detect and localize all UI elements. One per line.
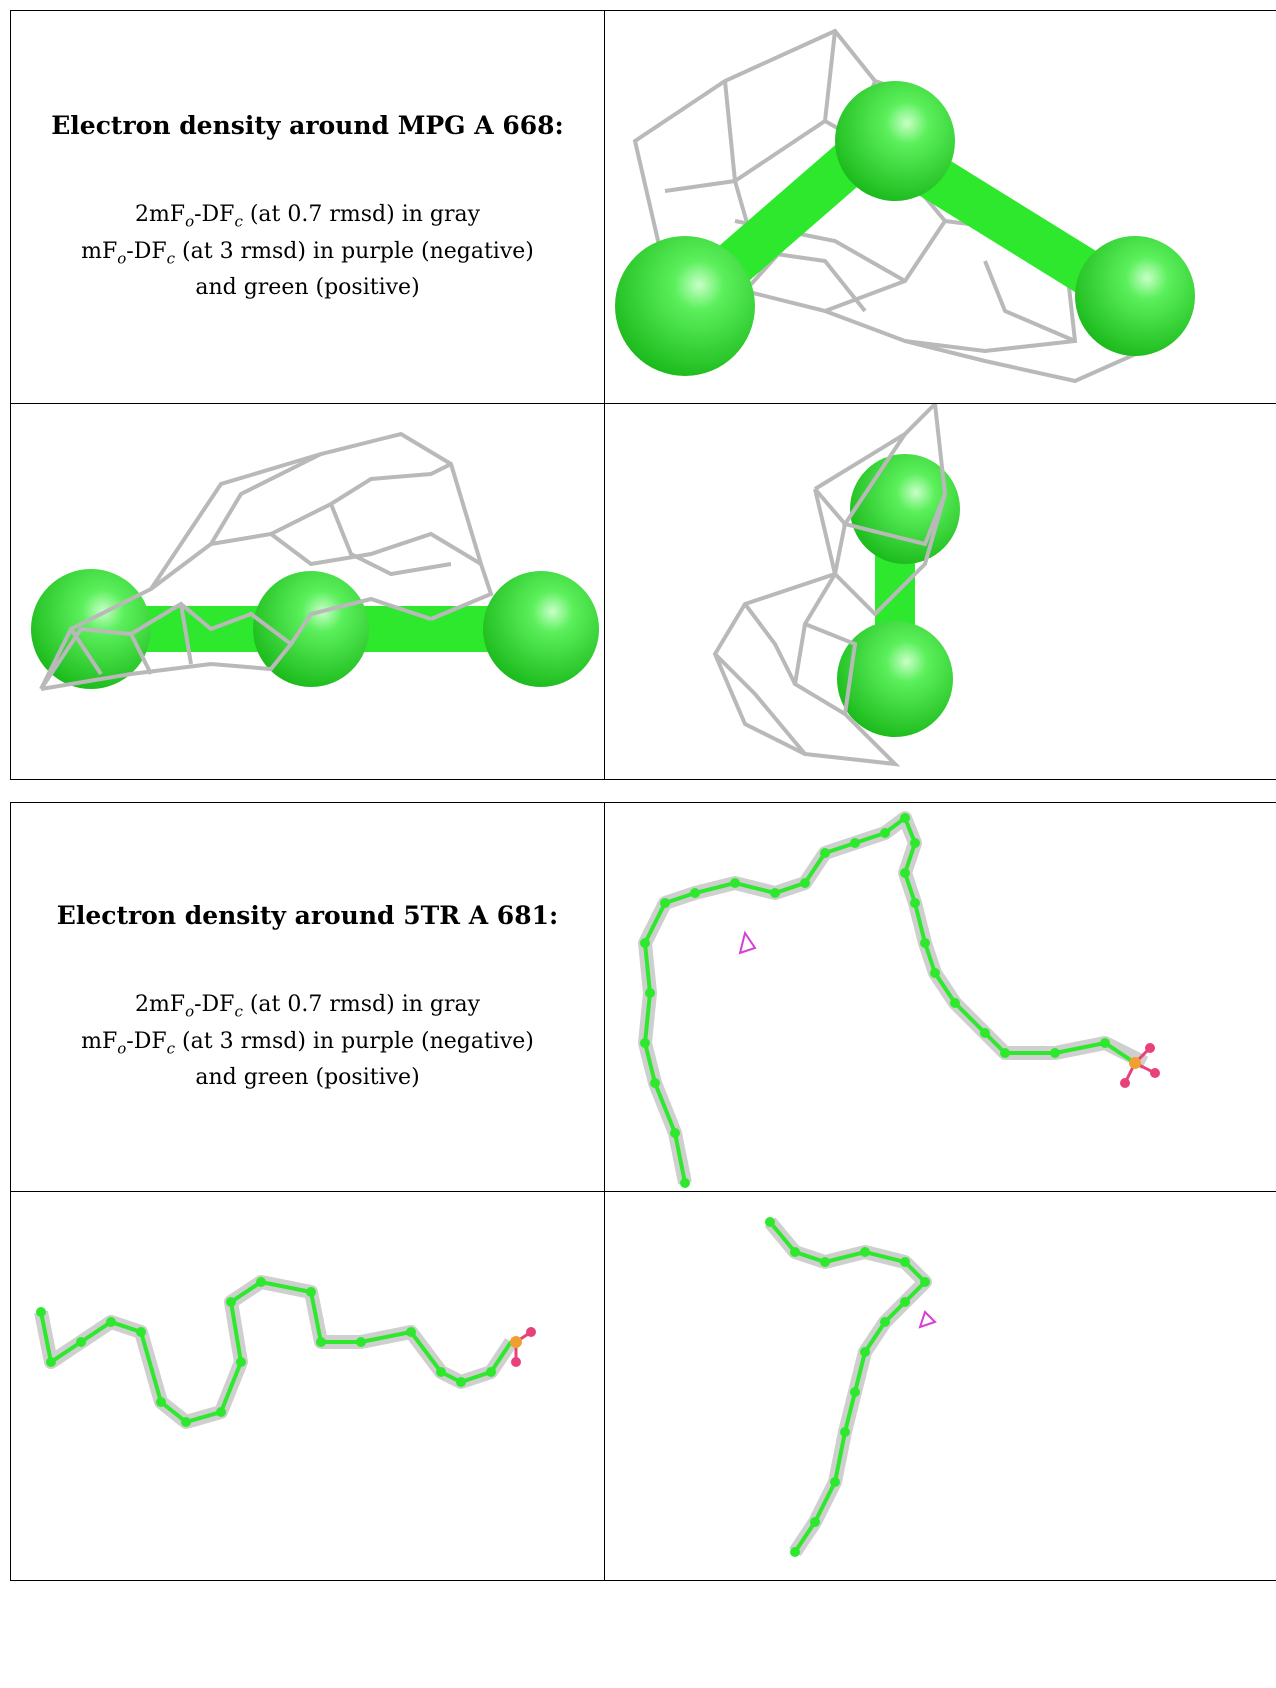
- atom: [835, 81, 955, 201]
- density-mesh: [764, 1217, 932, 1556]
- density-view-3: [604, 403, 1276, 780]
- density-table-5tr: Electron density around 5TR A 681: 2mFo-…: [10, 802, 1276, 1581]
- legend-line-colors: and green (positive): [195, 1064, 420, 1090]
- molecule-render: [34, 1275, 536, 1429]
- density-table-mpg: Electron density around MPG A 668: 2mFo-…: [10, 10, 1276, 780]
- density-view-1: [604, 10, 1276, 404]
- density-legend: 2mFo-DFc (at 0.7 rmsd) in gray mFo-DFc (…: [11, 200, 604, 303]
- density-mesh: [34, 1275, 517, 1429]
- ligand-atoms: [765, 1217, 930, 1557]
- density-mesh: [638, 811, 1149, 1185]
- phosphate-group: [1120, 1043, 1160, 1088]
- atom: [615, 236, 755, 376]
- section-title: Electron density around MPG A 668:: [51, 111, 564, 141]
- ligand-chain: [768, 1220, 928, 1554]
- ligand-chain: [39, 1279, 513, 1425]
- density-view-6: [604, 1191, 1276, 1581]
- molecule-render: [615, 28, 1195, 384]
- legend-line-2fo: 2mFo-DFc (at 0.7 rmsd) in gray: [134, 992, 481, 1021]
- legend-line-fo: mFo-DFc (at 3 rmsd) in purple (negative): [81, 238, 534, 267]
- molecule-render: [712, 404, 960, 767]
- atom: [1075, 236, 1195, 356]
- section-title: Electron density around 5TR A 681:: [56, 901, 559, 931]
- density-view-2: [10, 403, 605, 780]
- density-view-5: [10, 1191, 605, 1581]
- legend-line-2fo: 2mFo-DFc (at 0.7 rmsd) in gray: [134, 202, 481, 231]
- atom: [483, 571, 599, 687]
- negative-density-blob: [738, 930, 757, 955]
- atom: [837, 621, 953, 737]
- molecule-render: [638, 811, 1160, 1188]
- caption-cell: Electron density around 5TR A 681: 2mFo-…: [10, 802, 605, 1192]
- legend-line-fo: mFo-DFc (at 3 rmsd) in purple (negative): [81, 1028, 534, 1057]
- molecule-render: [31, 431, 599, 691]
- density-mesh: [712, 404, 948, 767]
- density-legend: 2mFo-DFc (at 0.7 rmsd) in gray mFo-DFc (…: [11, 990, 604, 1093]
- legend-line-colors: and green (positive): [195, 274, 420, 300]
- negative-density-blob: [918, 1310, 937, 1329]
- caption-cell: Electron density around MPG A 668: 2mFo-…: [10, 10, 605, 404]
- ligand-atoms: [36, 1277, 496, 1427]
- ligand-atoms: [640, 813, 1110, 1188]
- density-view-4: [604, 802, 1276, 1192]
- density-mesh: [39, 431, 494, 691]
- molecule-render: [764, 1217, 937, 1557]
- ligand-chain: [642, 814, 1137, 1184]
- phosphate-group: [510, 1327, 536, 1367]
